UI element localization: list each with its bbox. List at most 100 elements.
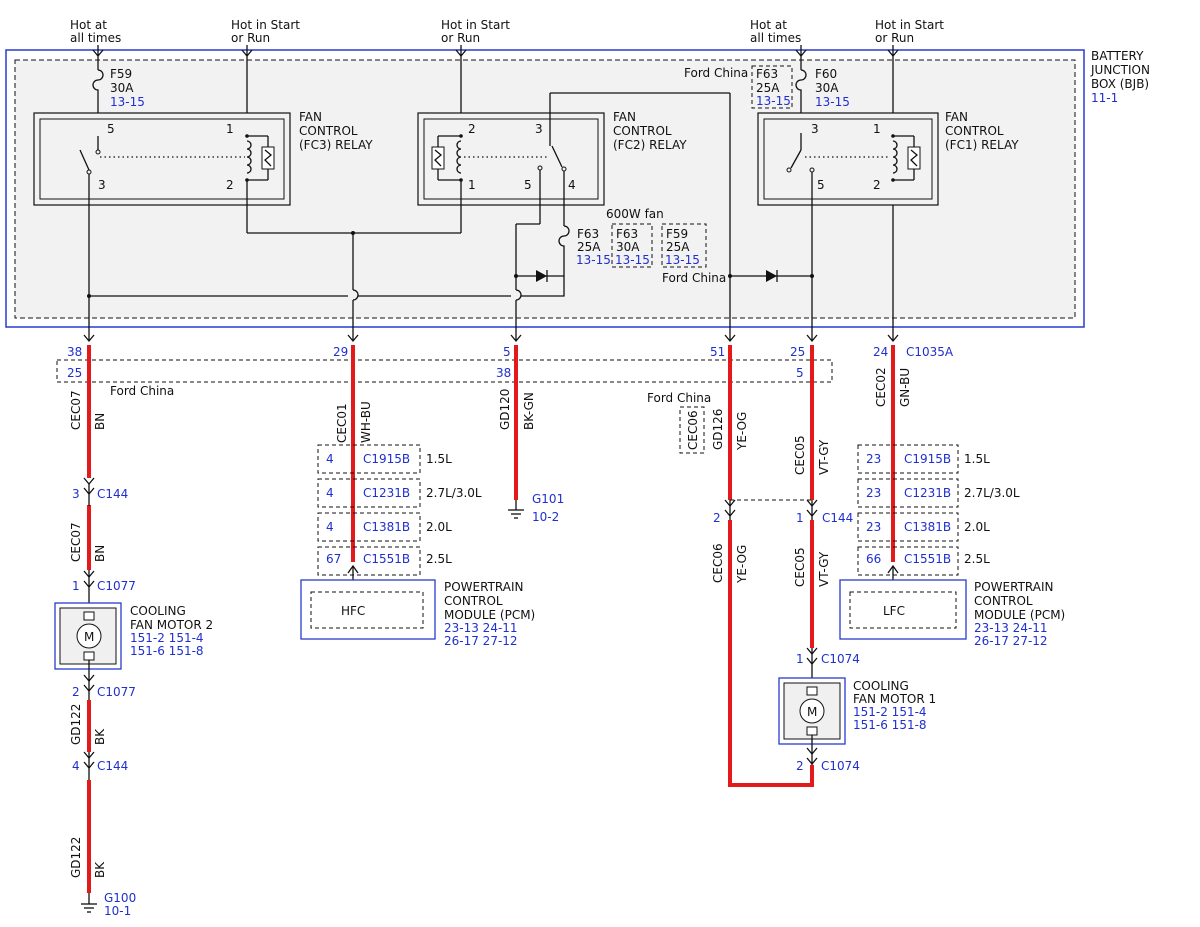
pcm-lfc-label-2: CONTROL — [974, 594, 1033, 608]
fuse-f59-600w-ref: 13-15 — [665, 253, 700, 267]
pcm-lfc-row1-conn: C1915B — [904, 452, 951, 466]
bjb-pin-25: 25 — [790, 345, 805, 359]
bjb-label-3: BOX (BJB) — [1091, 77, 1149, 91]
fuse-f63-600w-ref: 13-15 — [615, 253, 650, 267]
relay-fc2-pin-2: 2 — [468, 122, 476, 136]
pcm-lfc-row2-engine: 2.7L/3.0L — [964, 486, 1020, 500]
fuse-f63-top-ref: 13-15 — [756, 94, 791, 108]
wire-label-gd122-b: GD122 BK — [69, 837, 107, 878]
bjb-pin-5: 5 — [503, 345, 511, 359]
wire-circuit: GD126 — [711, 409, 725, 450]
motor2-ref-1: 151-2 151-4 — [130, 631, 204, 645]
c1077-pin-2: 2 — [72, 685, 80, 699]
pcm-hfc-connectors — [317, 444, 421, 576]
fuse-f63-top-box — [751, 65, 793, 109]
wire-label-cec05-a: CEC05 VT-GY — [793, 435, 831, 475]
wire-label-cec02: CEC02 GN-BU — [874, 367, 912, 407]
pcm-hfc-row3-pin: 4 — [326, 520, 334, 534]
g101-ref: 10-2 — [532, 510, 559, 524]
diode-icon — [766, 270, 778, 282]
relay-fc3-label-1: FAN — [299, 110, 322, 124]
pcm-hfc-row4-pin: 67 — [326, 552, 341, 566]
ford-china-pin-band — [56, 359, 833, 383]
fuse-f59-600w-rating: 25A — [666, 240, 690, 254]
wire-circuit: CEC01 — [335, 403, 349, 443]
wire-circuit: GD122 — [69, 704, 83, 745]
power-label-fc3-coil-1: Hot in Start — [231, 18, 300, 32]
china-pin-38: 38 — [496, 366, 511, 380]
pcm-hfc-label-3: MODULE (PCM) — [444, 608, 535, 622]
g100-ref: 10-1 — [104, 904, 131, 918]
relay-fc1-pin-2: 2 — [873, 178, 881, 192]
c1074-pin-2: 2 — [796, 759, 804, 773]
connector-icon — [83, 477, 95, 506]
c144-pin-3: 3 — [72, 487, 80, 501]
power-label-fc1-coil-2: or Run — [875, 31, 914, 45]
diode-icon — [536, 270, 548, 282]
power-label-fc1-fuse-1: Hot at — [750, 18, 787, 32]
c1077-name-1: C1077 — [97, 579, 136, 593]
power-label-fc2-coil-1: Hot in Start — [441, 18, 510, 32]
pcm-lfc-row3-conn: C1381B — [904, 520, 951, 534]
bjb-pin-24: 24 — [873, 345, 888, 359]
motor1-label-1: COOLING — [853, 679, 909, 693]
fuse-icon — [92, 69, 104, 150]
pcm-lfc-module: LFC — [839, 564, 967, 640]
c144-name-3: C144 — [97, 487, 128, 501]
c1074-name-2: C1074 — [821, 759, 860, 773]
relay-fc1-label-3: (FC1) RELAY — [945, 138, 1019, 152]
pcm-lfc-row4-pin: 66 — [866, 552, 881, 566]
wire-color: VT-GY — [817, 439, 831, 475]
wire-circuit: CEC06 — [711, 543, 725, 583]
bjb-ford-china: Ford China — [684, 66, 748, 80]
ford-china-band-label: Ford China — [110, 384, 174, 398]
fuse-f63-600w-name: F63 — [616, 227, 638, 241]
wire-circuit: CEC05 — [793, 435, 807, 475]
fuse-f63-top-rating: 25A — [756, 81, 780, 95]
fuse-f59-600w-name: F59 — [666, 227, 688, 241]
wire-circuit: CEC02 — [874, 367, 888, 407]
wire-alt-label: Ford China — [647, 391, 711, 405]
fuse-f63-600w-rating: 30A — [616, 240, 640, 254]
wire-label-gd122-a: GD122 BK — [69, 704, 107, 745]
connector-icon — [806, 747, 818, 766]
fuse-f63-mid-ref: 13-15 — [576, 253, 611, 267]
pcm-lfc-label-1: POWERTRAIN — [974, 580, 1054, 594]
fuse-f60-ref: 13-15 — [815, 95, 850, 109]
wire-label-cec06: CEC06 YE-OG — [711, 543, 749, 584]
fuse-f63-mid-name: F63 — [577, 227, 599, 241]
wire-color: BN — [93, 545, 107, 562]
pcm-lfc-row3-engine: 2.0L — [964, 520, 990, 534]
power-label-fc3-coil-2: or Run — [231, 31, 270, 45]
pcm-hfc-label-2: CONTROL — [444, 594, 503, 608]
relay-fc1-label-2: CONTROL — [945, 124, 1004, 138]
bjb-pin-38: 38 — [67, 345, 82, 359]
ground-icon — [81, 893, 97, 913]
pcm-hfc-row2-pin: 4 — [326, 486, 334, 500]
c1074-pin-1: 1 — [796, 652, 804, 666]
pcm-lfc-ref-2: 26-17 27-12 — [974, 634, 1048, 648]
harness-wires — [87, 345, 895, 893]
bjb-pin-51: 51 — [710, 345, 725, 359]
motor-symbol: M — [84, 630, 94, 644]
bjb-label-1: BATTERY — [1091, 49, 1144, 63]
bjb-pin-29: 29 — [333, 345, 348, 359]
motor1-ref-1: 151-2 151-4 — [853, 705, 927, 719]
pcm-hfc-row4-conn: C1551B — [363, 552, 410, 566]
relay-fc2-label-1: FAN — [613, 110, 636, 124]
power-label-fc3-fuse-1: Hot at — [70, 18, 107, 32]
relay-fc3-pin-5: 5 — [107, 122, 115, 136]
wire-label-cec07-b: CEC07 BN — [69, 522, 107, 562]
c1074-name-1: C1074 — [821, 652, 860, 666]
wire-circuit: GD122 — [69, 837, 83, 878]
label-600w-fan: 600W fan — [606, 207, 664, 221]
wire-color: BK — [93, 861, 107, 878]
bjb-connector-c1035a: C1035A — [906, 345, 954, 359]
wire-circuit: CEC07 — [69, 390, 83, 430]
relay-fc1-pin-5: 5 — [817, 178, 825, 192]
pcm-hfc-row1-engine: 1.5L — [426, 452, 452, 466]
fuse-f60-rating: 30A — [815, 81, 839, 95]
relay-fc3-pin-3: 3 — [98, 178, 106, 192]
wire-color: YE-OG — [735, 545, 749, 584]
fuse-icon — [795, 69, 807, 133]
